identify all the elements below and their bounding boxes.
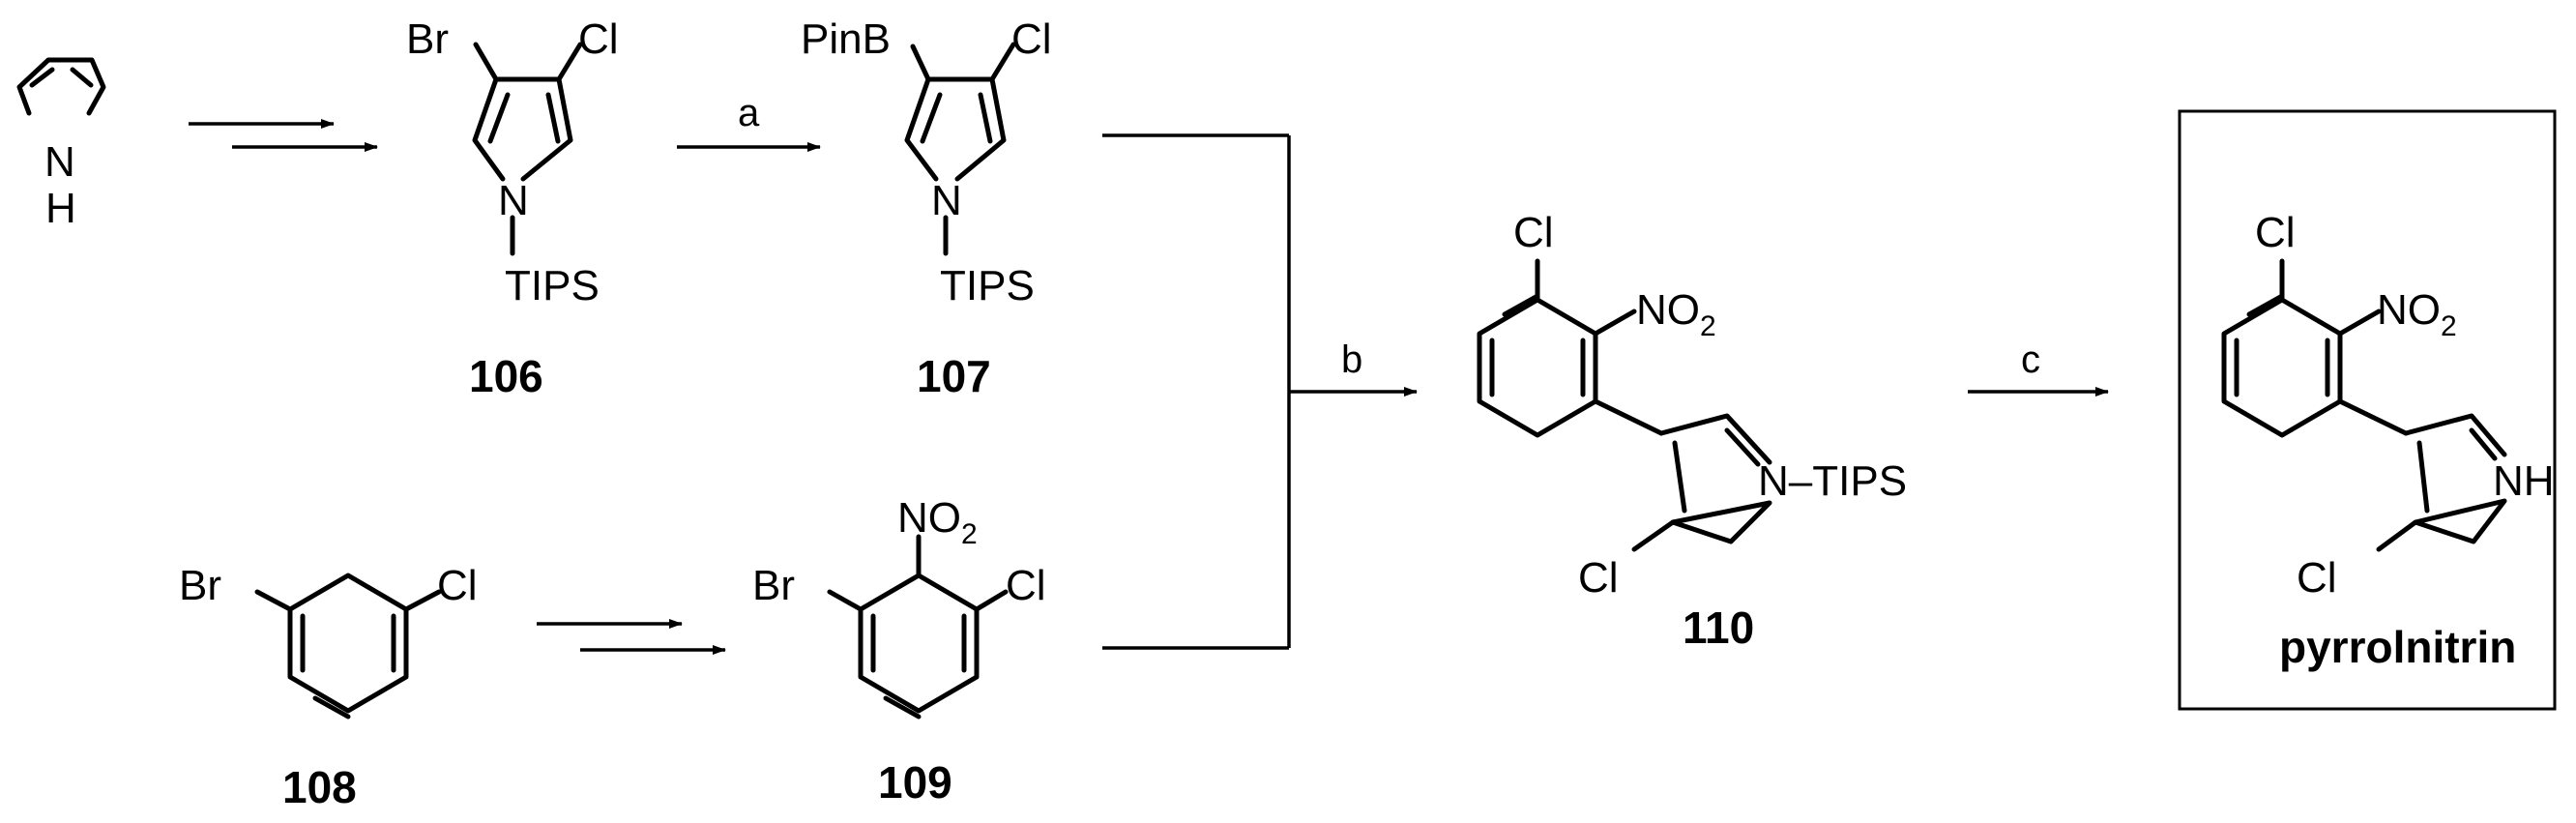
arrow-a: a <box>677 92 821 152</box>
110-n-tips: N–TIPS <box>1758 457 1907 505</box>
multistep-arrow-2 <box>537 619 726 655</box>
108-br: Br <box>179 562 221 609</box>
pyrrolnitrin-structure: Cl NO2 NH Cl <box>2221 209 2555 602</box>
compound-107-structure: PinB Cl N TIPS <box>801 15 1052 309</box>
107-n: N <box>931 177 962 224</box>
compound-108-structure: Br Cl <box>179 562 478 720</box>
compound-109-structure: Br Cl NO2 <box>752 494 1046 720</box>
109-no2: NO2 <box>897 494 978 550</box>
108-cl: Cl <box>437 562 478 609</box>
106-tips: TIPS <box>505 262 600 309</box>
pyrrolnitrin-cl-top: Cl <box>2255 209 2296 256</box>
arrow-b: b <box>1102 133 1418 650</box>
pyrrole-structure: N H <box>16 57 106 232</box>
109-br: Br <box>752 562 795 609</box>
110-cl-bottom: Cl <box>1578 554 1619 602</box>
compound-label-110: 110 <box>1683 603 1754 653</box>
compound-label-109: 109 <box>878 757 952 808</box>
reagent-c: c <box>2021 338 2040 381</box>
compound-label-107: 107 <box>917 351 991 401</box>
107-cl: Cl <box>1011 15 1052 63</box>
pyrrolnitrin-nh: NH <box>2493 457 2555 505</box>
arrow-c: c <box>1968 338 2109 397</box>
107-pinb: PinB <box>801 15 891 63</box>
pyrrole-n: N <box>44 138 75 186</box>
pyrrolnitrin-no2: NO2 <box>2377 286 2457 342</box>
reagent-a: a <box>738 92 760 134</box>
pyrrole-h: H <box>45 185 76 232</box>
pyrrolnitrin-cl-bottom: Cl <box>2297 554 2337 602</box>
compound-106-structure: Br Cl N TIPS <box>406 15 619 309</box>
109-cl: Cl <box>1006 562 1046 609</box>
multistep-arrow-1 <box>189 119 378 152</box>
106-cl: Cl <box>578 15 619 63</box>
110-no2: NO2 <box>1636 286 1716 342</box>
compound-110-structure: Cl NO2 N–TIPS Cl <box>1477 209 1907 602</box>
compound-label-106: 106 <box>469 351 543 401</box>
106-br: Br <box>406 15 449 63</box>
reagent-b: b <box>1341 338 1362 381</box>
110-cl-top: Cl <box>1513 209 1554 256</box>
107-tips: TIPS <box>940 262 1035 309</box>
product-box <box>2178 109 2557 711</box>
106-n: N <box>498 177 529 224</box>
compound-label-108: 108 <box>282 762 357 812</box>
compound-label-pyrrolnitrin: pyrrolnitrin <box>2279 622 2516 672</box>
